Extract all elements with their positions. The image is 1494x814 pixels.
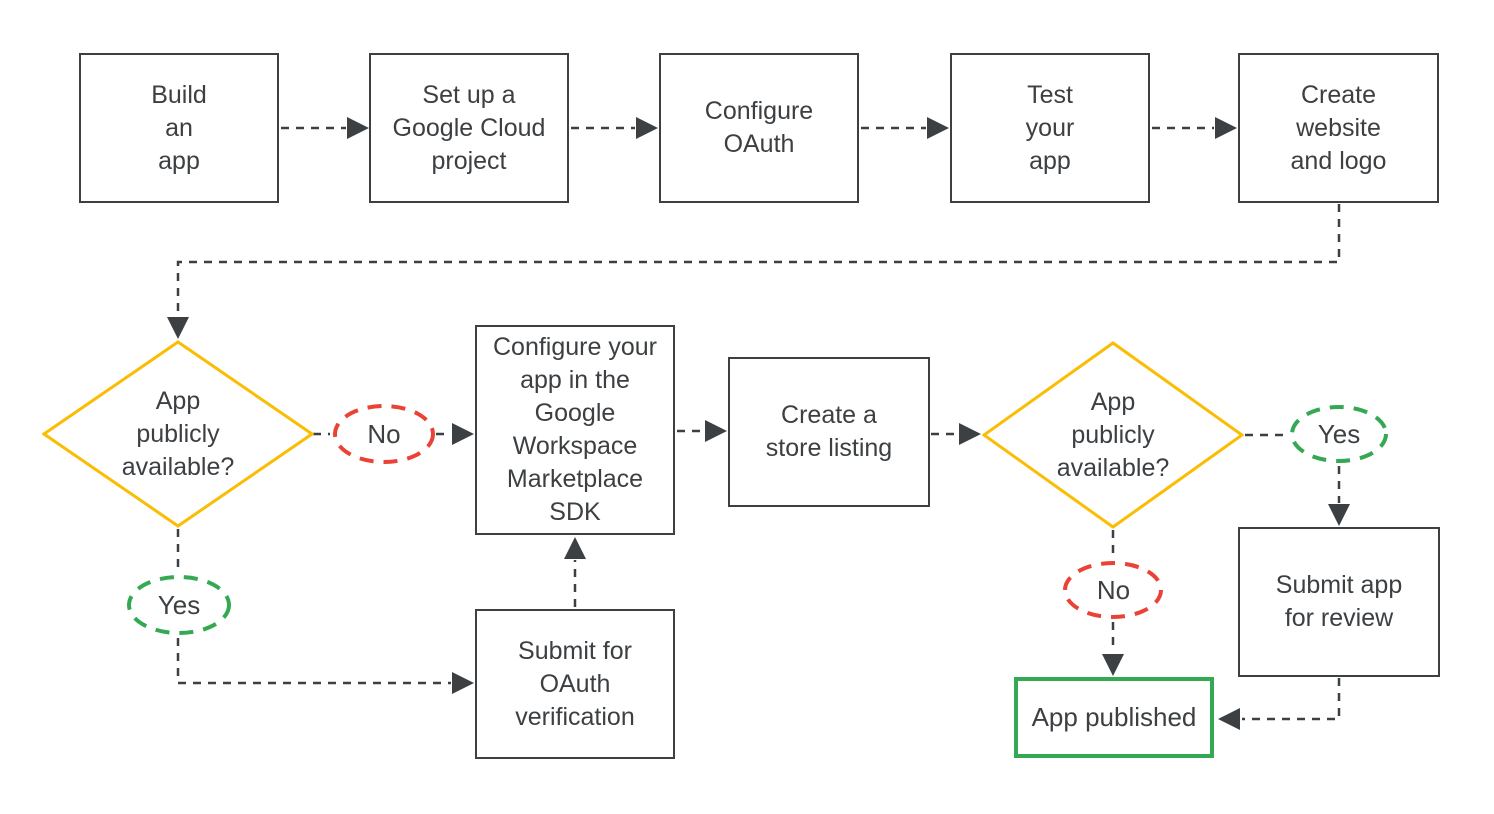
decision2-label: App publicly available? bbox=[1056, 387, 1170, 482]
node-build-an-app: Build an app bbox=[79, 53, 279, 203]
yes2-text: Yes bbox=[1317, 419, 1361, 449]
node-setup-google-cloud-project: Set up a Google Cloud project bbox=[369, 53, 569, 203]
node-create-website-and-logo: Create website and logo bbox=[1238, 53, 1439, 203]
label-no-1: No bbox=[332, 403, 436, 465]
node-configure-marketplace-sdk: Configure your app in the Google Workspa… bbox=[475, 325, 675, 535]
edge-store-listing-to-decision2 bbox=[931, 423, 981, 445]
node-test-your-app: Test your app bbox=[950, 53, 1150, 203]
label-yes-2: Yes bbox=[1289, 404, 1389, 465]
decision1-label: App publicly available? bbox=[121, 386, 235, 481]
yes1-text: Yes bbox=[157, 590, 201, 620]
edge-website-to-decision1 bbox=[167, 204, 1341, 339]
edge-review-to-published bbox=[1218, 678, 1341, 730]
node-app-published: App published bbox=[1014, 677, 1214, 758]
no-pill-shape bbox=[333, 404, 435, 464]
no1-text: No bbox=[367, 418, 401, 449]
edge-sdk-to-store-listing bbox=[677, 420, 727, 442]
diamond-shape bbox=[982, 341, 1244, 529]
yes-pill-shape bbox=[127, 575, 231, 635]
no2-text: No bbox=[1096, 575, 1131, 605]
yes-pill-shape bbox=[1290, 405, 1388, 463]
node-create-store-listing: Create a store listing bbox=[728, 357, 930, 507]
decision-app-publicly-available-2: App publicly available? bbox=[982, 341, 1244, 529]
edge-oauth-verification-to-sdk bbox=[564, 537, 586, 607]
node-submit-oauth-verification: Submit for OAuth verification bbox=[475, 609, 675, 759]
edge-test-to-website bbox=[1152, 117, 1237, 139]
node-submit-app-for-review: Submit app for review bbox=[1238, 527, 1440, 677]
node-configure-oauth: Configure OAuth bbox=[659, 53, 859, 203]
label-no-2: No bbox=[1062, 560, 1165, 621]
edge-setup-to-oauth bbox=[571, 117, 658, 139]
label-yes-1: Yes bbox=[126, 574, 232, 637]
decision-app-publicly-available-1: App publicly available? bbox=[42, 340, 314, 528]
diamond-shape bbox=[42, 340, 314, 528]
edge-oauth-to-test bbox=[861, 117, 949, 139]
no-pill-shape bbox=[1063, 561, 1163, 619]
edge-build-to-setup bbox=[281, 117, 369, 139]
